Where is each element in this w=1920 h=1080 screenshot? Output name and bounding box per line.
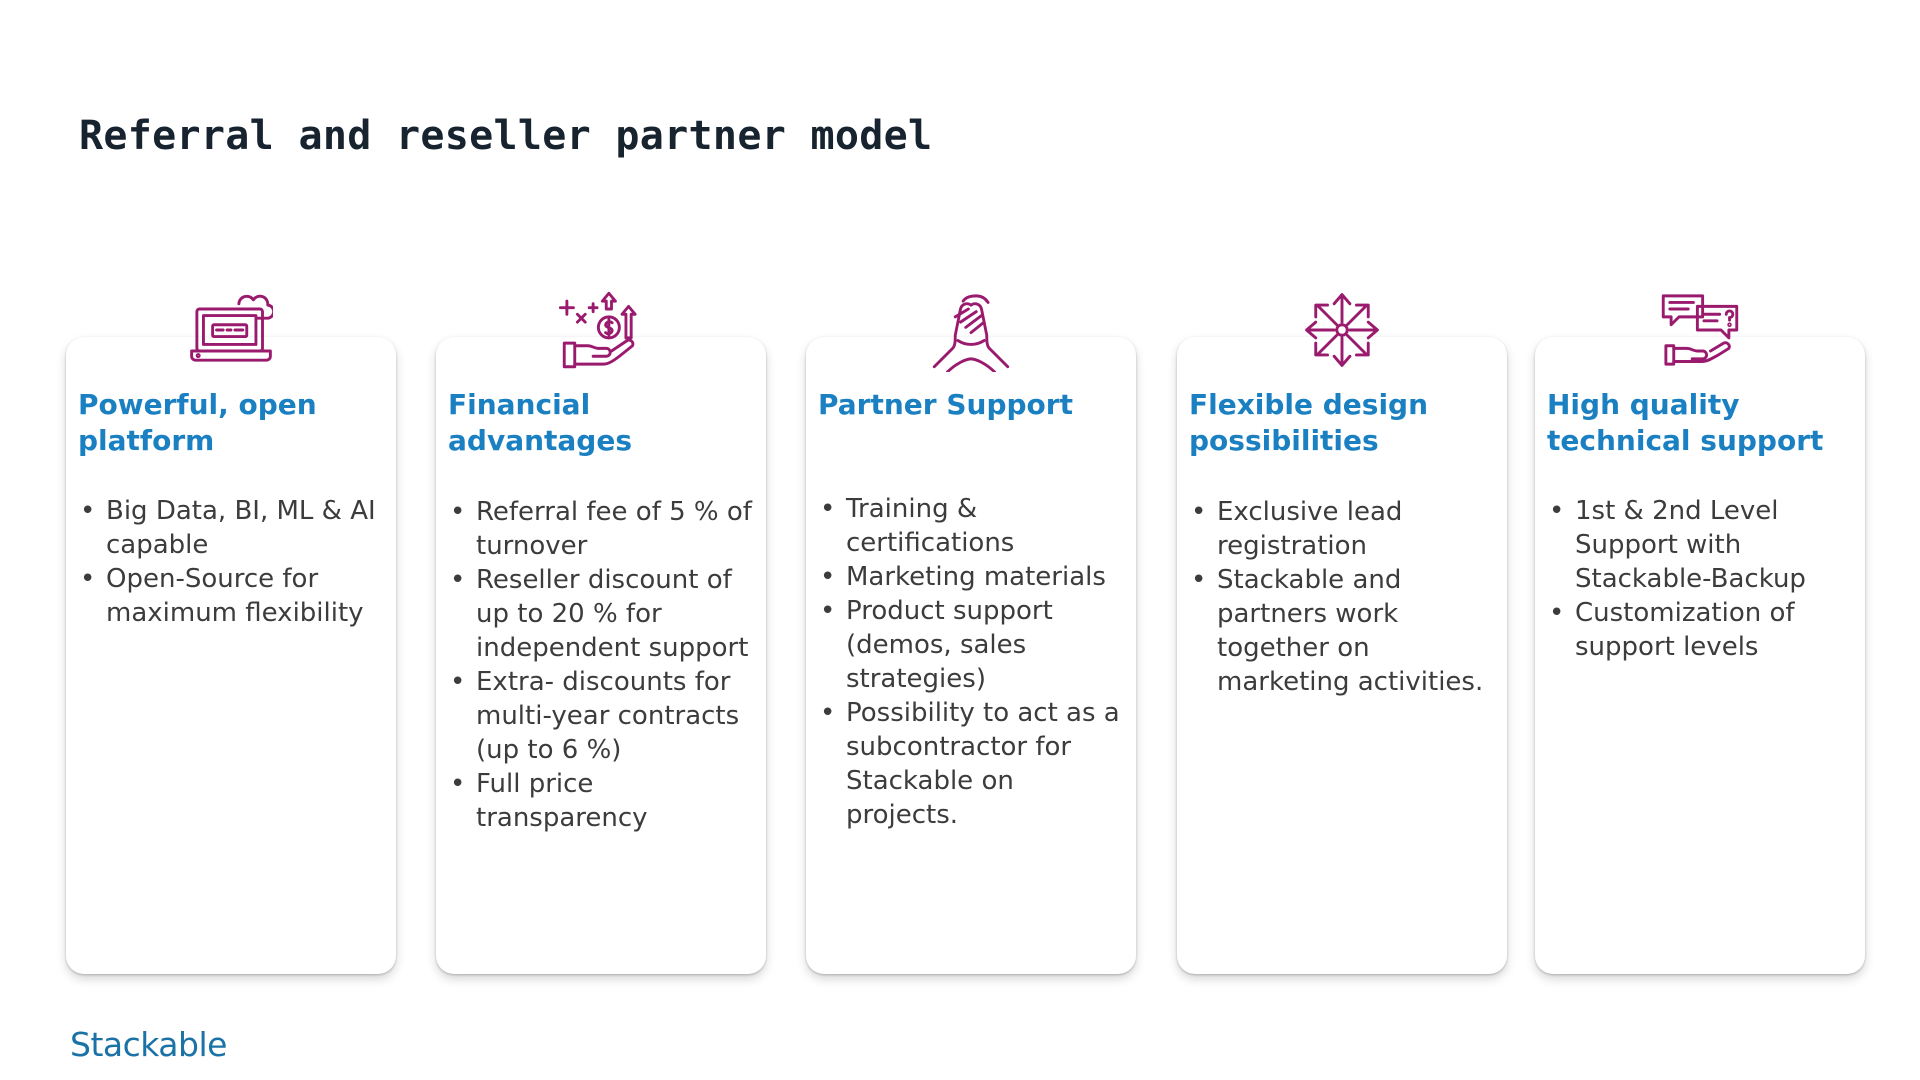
list-item: Customization of support levels	[1547, 596, 1853, 664]
list-item: Big Data, BI, ML & AI capable	[78, 494, 384, 562]
list-item: Exclusive lead registration	[1189, 495, 1495, 563]
card-bullet-list: Referral fee of 5 % of turnover Reseller…	[448, 495, 754, 835]
card-bullet-list: Training & certifications Marketing mate…	[818, 492, 1124, 832]
support-chat-hand-icon	[1658, 288, 1742, 372]
card-financial-advantages: Financial advantages Referral fee of 5 %…	[436, 337, 766, 974]
list-item: Possibility to act as a subcontractor fo…	[818, 696, 1124, 832]
card-title: High quality technical support	[1547, 388, 1824, 457]
handshake-icon	[929, 288, 1013, 372]
card-title: Flexible design possibilities	[1189, 388, 1429, 457]
cloud-computer-icon	[189, 288, 273, 372]
stackable-logo: Stackable	[70, 1025, 227, 1064]
list-item: Full price transparency	[448, 767, 754, 835]
card-bullet-list: Exclusive lead registration Stackable an…	[1189, 495, 1495, 699]
list-item: Open-Source for maximum flexibility	[78, 562, 384, 630]
list-item: Training & certifications	[818, 492, 1124, 560]
slide-title: Referral and reseller partner model	[79, 113, 933, 159]
card-bullet-list: 1st & 2nd Level Support with Stackable-B…	[1547, 494, 1853, 664]
card-powerful-open-platform: Powerful, open platform Big Data, BI, ML…	[66, 337, 396, 974]
card-technical-support: High quality technical support 1st & 2nd…	[1535, 337, 1865, 974]
card-title: Financial advantages	[448, 388, 632, 457]
list-item: Stackable and partners work together on …	[1189, 563, 1495, 699]
card-title: Powerful, open platform	[78, 388, 317, 457]
list-item: 1st & 2nd Level Support with Stackable-B…	[1547, 494, 1853, 596]
list-item: Product support (demos, sales strategies…	[818, 594, 1124, 696]
list-item: Reseller discount of up to 20 % for inde…	[448, 563, 754, 665]
card-flexible-design: Flexible design possibilities Exclusive …	[1177, 337, 1507, 974]
list-item: Extra- discounts for multi-year contract…	[448, 665, 754, 767]
card-bullet-list: Big Data, BI, ML & AI capable Open-Sourc…	[78, 494, 384, 630]
arrows-outward-icon	[1300, 288, 1384, 372]
list-item: Referral fee of 5 % of turnover	[448, 495, 754, 563]
money-hand-icon	[559, 288, 643, 372]
list-item: Marketing materials	[818, 560, 1124, 594]
card-partner-support: Partner Support Training & certification…	[806, 337, 1136, 974]
card-title: Partner Support	[818, 388, 1073, 421]
